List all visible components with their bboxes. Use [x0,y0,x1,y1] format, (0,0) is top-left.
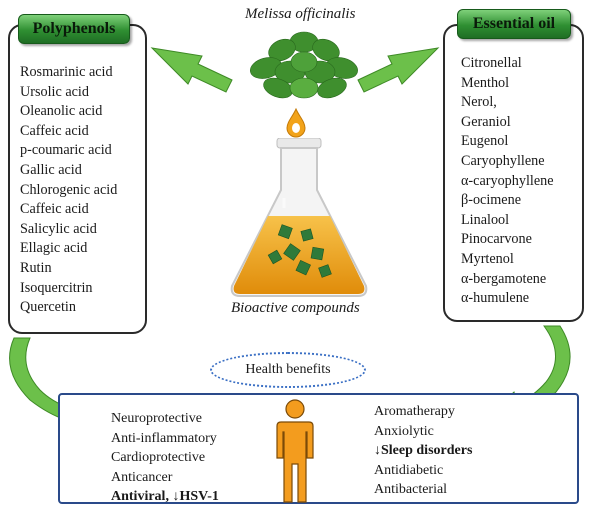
person-icon [276,399,314,503]
health-benefits-box [58,393,579,504]
health-benefits-ellipse: Health benefits [210,352,366,388]
health-benefits-label: Health benefits [245,362,331,377]
essential-oil-panel [443,24,584,322]
flask-icon [230,138,368,297]
benefit-item: Aromatherapy [374,404,455,419]
polyphenol-item: Gallic acid [20,161,82,178]
essential-oil-item: Menthol [461,74,510,91]
benefit-item: ↓Sleep disorders [374,443,473,458]
arrow-to-essential-oil [357,47,440,93]
essential-oil-item: Geraniol [461,113,511,130]
polyphenol-item: Isoquercitrin [20,279,93,296]
essential-oil-item: Eugenol [461,133,509,150]
oil-drop-icon [286,108,306,138]
polyphenol-item: Ellagic acid [20,240,88,257]
polyphenol-item: Rosmarinic acid [20,64,113,80]
essential-oil-item: Caryophyllene [461,152,545,169]
essential-oil-item: α-humulene [461,290,530,307]
benefit-item: Antidiabetic [374,462,444,478]
essential-oil-item: Nerol, [461,94,497,111]
benefit-item: Neuroprotective [111,411,202,426]
benefit-item: Antibacterial [374,482,448,497]
essential-oil-header: Essential oil [457,9,571,39]
polyphenol-item: Oleanolic acid [20,103,103,120]
benefit-item: Anxiolytic [374,423,434,439]
polyphenol-item: Caffeic acid [20,201,89,218]
plant-title: Melissa officinalis [245,6,356,22]
melissa-leaves-icon [250,31,358,99]
essential-oil-item: α-caryophyllene [461,172,554,189]
polyphenol-item: Rutin [20,259,52,276]
benefit-item: Anti-inflammatory [111,430,217,446]
polyphenols-header: Polyphenols [18,14,130,44]
polyphenol-item: Caffeic acid [20,122,89,139]
essential-oil-item: Myrtenol [461,250,514,267]
essential-oil-item: Linalool [461,211,510,228]
flask-caption: Bioactive compounds [231,300,360,316]
essential-oil-item: Citronellal [461,55,522,71]
arrow-to-polyphenols [150,47,233,93]
polyphenols-panel [8,24,147,334]
benefit-item: Cardioprotective [111,450,206,465]
polyphenol-item: p-coumaric acid [20,142,112,159]
polyphenol-item: Quercetin [20,299,76,316]
polyphenol-item: Chlorogenic acid [20,181,118,198]
benefit-item: Antiviral, ↓HSV-1 [111,489,219,504]
essential-oil-item: α-bergamotene [461,270,547,287]
essential-oil-item: β-ocimene [461,192,521,209]
benefit-item: Anticancer [111,469,173,485]
polyphenol-item: Ursolic acid [20,83,89,100]
essential-oil-item: Pinocarvone [461,231,532,248]
polyphenol-item: Salicylic acid [20,220,97,237]
